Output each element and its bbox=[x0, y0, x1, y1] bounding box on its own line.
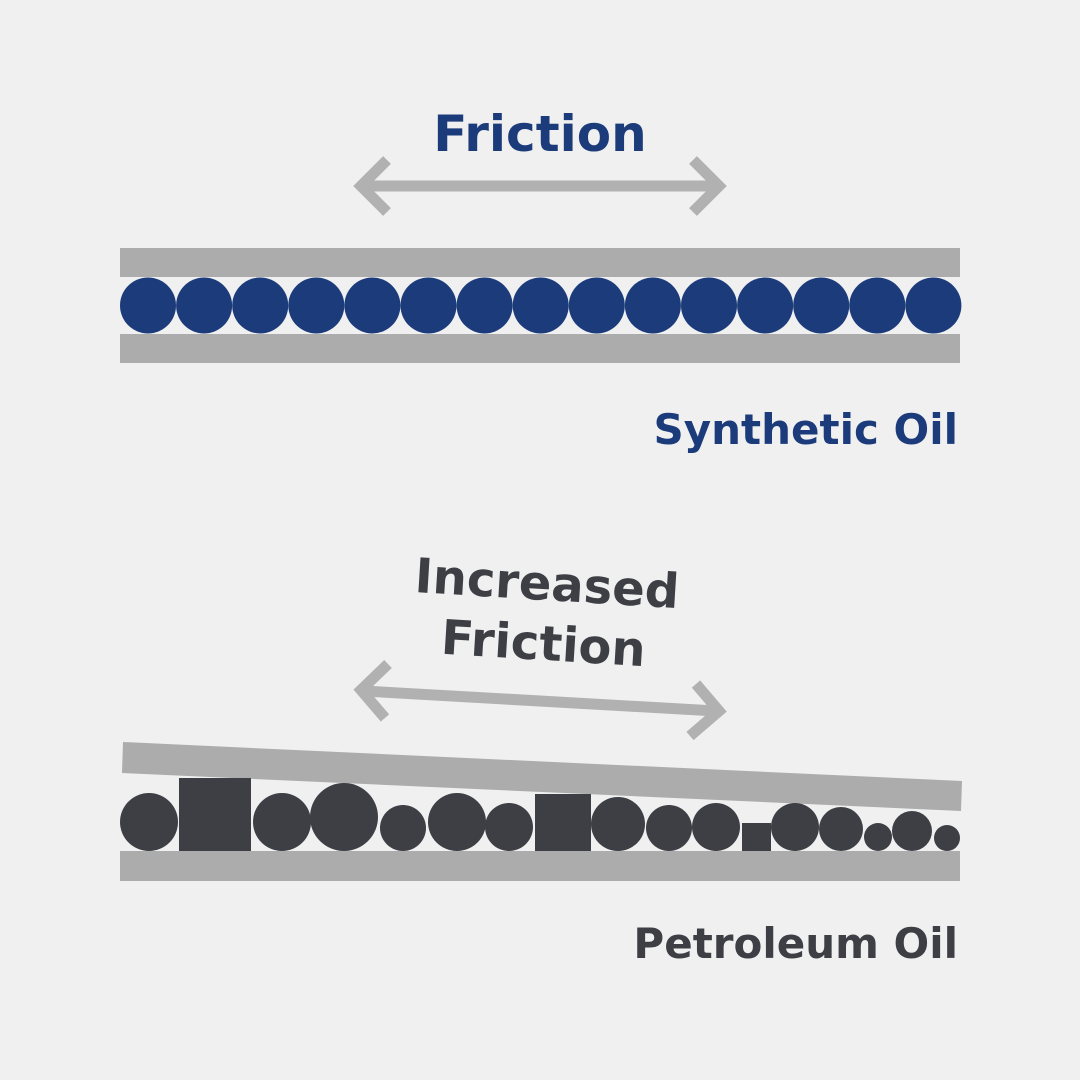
synthetic-oil-section: Friction Synthetic Oil bbox=[120, 105, 962, 454]
petroleum-arrow-shaft bbox=[363, 685, 717, 717]
synthetic-molecule bbox=[681, 277, 737, 334]
synthetic-molecule bbox=[120, 277, 176, 334]
petroleum-arrow-right-head bbox=[686, 680, 727, 741]
petroleum-oil-section: Increased Friction Petroleum Oil bbox=[120, 548, 962, 968]
synthetic-arrow-right-head bbox=[689, 156, 727, 216]
synthetic-molecule bbox=[456, 277, 513, 334]
petroleum-molecule bbox=[310, 783, 378, 851]
petroleum-molecule bbox=[428, 793, 486, 851]
synthetic-molecule bbox=[737, 277, 794, 334]
synthetic-molecule bbox=[288, 277, 345, 334]
petroleum-molecule bbox=[934, 825, 960, 851]
petroleum-friction-arrow bbox=[353, 660, 727, 741]
synthetic-friction-arrow bbox=[353, 156, 727, 216]
synthetic-arrow-left-head bbox=[353, 156, 391, 216]
petroleum-friction-label-line1: Increased bbox=[413, 548, 681, 620]
petroleum-particles bbox=[120, 778, 960, 851]
petroleum-molecule bbox=[771, 803, 819, 851]
petroleum-molecule bbox=[819, 807, 863, 851]
synthetic-molecule bbox=[512, 277, 569, 334]
petroleum-molecule bbox=[179, 778, 251, 851]
synthetic-top-plate bbox=[120, 248, 960, 277]
synthetic-molecule bbox=[400, 277, 457, 334]
synthetic-particles bbox=[120, 277, 962, 334]
petroleum-molecule bbox=[646, 805, 692, 851]
synthetic-friction-label: Friction bbox=[433, 105, 646, 163]
petroleum-molecule bbox=[892, 811, 932, 851]
petroleum-bottom-plate bbox=[120, 851, 960, 881]
synthetic-oil-label: Synthetic Oil bbox=[654, 405, 958, 454]
petroleum-molecule bbox=[742, 823, 771, 851]
petroleum-arrow-left-head bbox=[353, 660, 392, 722]
petroleum-top-plate-tilted bbox=[122, 742, 962, 811]
synthetic-molecule bbox=[344, 277, 401, 334]
synthetic-molecule bbox=[793, 277, 850, 334]
synthetic-molecule bbox=[905, 277, 962, 334]
synthetic-bottom-plate bbox=[120, 334, 960, 363]
petroleum-molecule bbox=[535, 794, 591, 851]
petroleum-molecule bbox=[692, 803, 740, 851]
petroleum-molecule bbox=[591, 797, 645, 851]
petroleum-molecule bbox=[380, 805, 426, 851]
petroleum-molecule bbox=[485, 803, 533, 851]
petroleum-molecule bbox=[120, 793, 178, 851]
synthetic-molecule bbox=[568, 277, 625, 334]
synthetic-molecule bbox=[232, 277, 289, 334]
petroleum-oil-label: Petroleum Oil bbox=[633, 919, 958, 968]
petroleum-molecule bbox=[253, 793, 311, 851]
petroleum-molecule bbox=[864, 823, 892, 851]
synthetic-molecule bbox=[849, 277, 906, 334]
synthetic-molecule bbox=[176, 277, 233, 334]
synthetic-molecule bbox=[624, 277, 681, 334]
petroleum-friction-label-line2: Friction bbox=[439, 610, 647, 678]
